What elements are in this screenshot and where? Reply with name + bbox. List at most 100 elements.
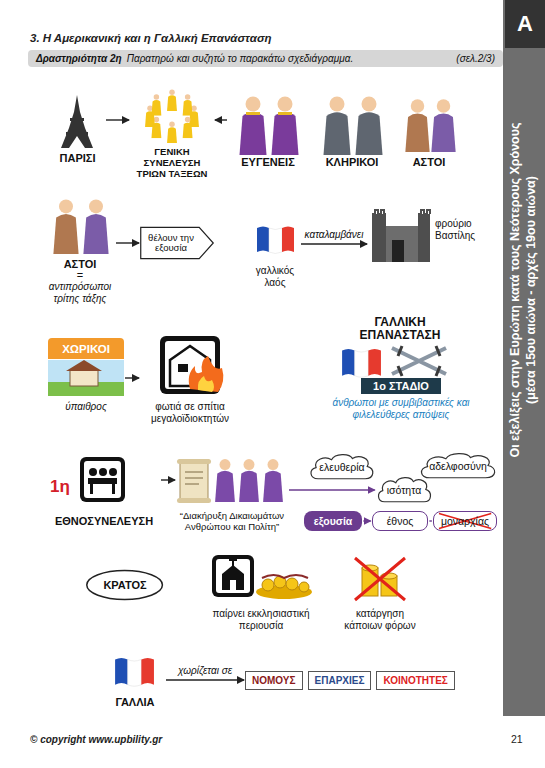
treasure-part [299, 582, 309, 592]
bourgeois-row2-part [53, 199, 78, 254]
bourgeois [405, 99, 455, 152]
activity-band-text: Δραστηριότητα 2η [36, 53, 122, 64]
state-oval-text: ΚΡΑΤΟΣ [103, 579, 146, 591]
bastille-part [372, 214, 386, 262]
bourgeois-icon-text: ΑΣΤΟΙ [64, 258, 97, 270]
fire-icon: φωτιά σε σπίτια μεγαλοϊδιοκτητών [140, 336, 240, 424]
bourgeois-icon-text: αντιπρόσωποι τρίτης τάξης [45, 281, 115, 304]
france-flag-text: ΓΑΛΛΙΑ [115, 696, 154, 708]
assembly-icon-part [109, 468, 117, 476]
stage-band: 1ο ΣΤΑΔΙΟάνθρωποι με συμβιβαστικές και φ… [322, 378, 480, 424]
connector [363, 520, 370, 521]
paris-icon-text: ΠΑΡΙΣΙ [60, 152, 96, 164]
scroll-part [177, 498, 211, 503]
bastille-part [372, 210, 430, 214]
connector [215, 119, 227, 120]
bourgeois-icon-text: = [77, 270, 83, 281]
region-box-text: ΝΟΜΟΥΣ [252, 675, 296, 686]
countryside-part [70, 370, 98, 386]
side-title-text: Οι εξελίξεις στην Ευρώπη κατά τους Νεότε… [508, 122, 524, 457]
church-icon-part [229, 556, 237, 566]
nobles-part [240, 97, 267, 156]
citizens [215, 459, 283, 502]
connector [429, 520, 432, 521]
eiffel-tower [61, 95, 93, 148]
region-box: ΚΟΙΝΟΤΗΤΕΣ [376, 671, 454, 690]
connector [116, 242, 139, 243]
assembly-ring-part [183, 117, 193, 138]
cloud-outline-part [378, 478, 430, 502]
side-bar [503, 0, 545, 716]
assembly-icon-part [99, 468, 107, 476]
cloud: ελευθερία [308, 453, 375, 481]
assembly-icon: ΓΕΝΙΚΗ ΣΥΝΕΛΕΥΣΗ ΤΡΙΩΝ ΤΑΞΕΩΝ [130, 92, 214, 180]
assembly-ring-part [167, 122, 177, 143]
treasure-part [262, 575, 308, 578]
cloud-text: αδελφοσύνη [429, 460, 487, 472]
bourgeois-row2 [53, 199, 108, 254]
scroll-part [185, 472, 203, 484]
burning-house [160, 336, 223, 394]
assembly-icon-part [112, 484, 115, 494]
assembly-icon-part [84, 461, 121, 498]
nobles-part [278, 112, 292, 115]
people-flag-text: γαλλικός λαός [250, 265, 300, 288]
region-box-text: ΚΟΙΝΟΤΗΤΕΣ [383, 675, 447, 686]
bastille-icon: φρούριο Βαστίλης [368, 208, 493, 264]
region-box-text: ΕΠΑΡΧΙΕΣ [315, 675, 365, 686]
flag-swords-part [342, 349, 381, 377]
assembly-icon-text: 1η [50, 477, 70, 497]
assembly-ring-part [167, 90, 177, 111]
activity-band-text: Παρατηρώ και συζητώ το παρακάτω σχεδιάγρ… [127, 53, 353, 64]
eiffel-tower-part [70, 118, 84, 121]
nobles-icon-text: ΕΥΓΕΝΕΙΣ [241, 156, 295, 168]
treasure-part [262, 579, 274, 591]
bastille-part [418, 214, 430, 262]
power-box: εξουσία [304, 511, 363, 531]
assembly-icon-text: ΕΘΝΟΣΥΝΕΛΕΥΣΗ [55, 515, 153, 527]
countryside-part [66, 360, 102, 371]
cloud-text: ισότητα [387, 484, 422, 496]
monarchy-box-outline-part [439, 513, 491, 528]
arrow-box-outline-part [141, 227, 214, 258]
declaration-icon-text: “Διακήρυξη Δικαιωμάτων Ανθρώπου και Πολί… [176, 511, 288, 533]
coins-crossed [355, 558, 405, 600]
assembly-icon-text: ΓΕΝΙΚΗ ΣΥΝΕΛΕΥΣΗ ΤΡΙΩΝ ΤΑΞΕΩΝ [130, 147, 214, 180]
flag-swords-part [398, 346, 440, 376]
citizens-part [239, 459, 259, 502]
scroll-part [177, 459, 211, 464]
cloud: αδελφοσύνη [418, 452, 498, 480]
cloud: ισότητα [376, 476, 433, 504]
nobles [240, 97, 299, 156]
power-box-text: εξουσία [314, 515, 353, 527]
eiffel-tower-part [66, 132, 88, 135]
edge-label: χωρίζεται σε [176, 665, 234, 676]
copyright: © copyright www.upbility.gr [30, 734, 162, 745]
peasants-band-text: ΧΩΡΙΚΟΙ [62, 343, 110, 355]
bastille [372, 210, 430, 262]
citizens-part [215, 459, 235, 502]
countryside [48, 360, 124, 396]
side-title: Οι εξελίξεις στην Ευρώπη κατά τους Νεότε… [504, 60, 544, 520]
assembly-icon [80, 457, 125, 502]
clergy-part [324, 97, 351, 156]
bourgeois-part [405, 99, 429, 152]
french-flag [257, 227, 294, 254]
eiffel-tower-part [61, 95, 93, 148]
revolution-title-text: ΓΑΛΛΙΚΗ ΕΠΑΝΑΣΤΑΣΗ [352, 316, 448, 341]
connector [161, 479, 175, 480]
connector [301, 243, 367, 244]
church-icon-part [222, 565, 244, 590]
coins-icon: κατάργηση κάποιων φόρων [340, 553, 420, 631]
nation-box-text: έθνος [387, 515, 414, 527]
cloud-outline-part [422, 454, 495, 478]
clergy-icon-text: ΚΛΗΡΙΚΟΙ [326, 156, 379, 168]
cloud-outline-part [311, 455, 373, 479]
burning-house-part [198, 376, 214, 392]
region-box: ΕΠΑΡΧΙΕΣ [308, 671, 372, 690]
countryside-icon-text: ύπαιθρος [65, 401, 107, 413]
edge-label: καταλαμβάνει [303, 229, 366, 240]
nobles-part [246, 112, 260, 115]
